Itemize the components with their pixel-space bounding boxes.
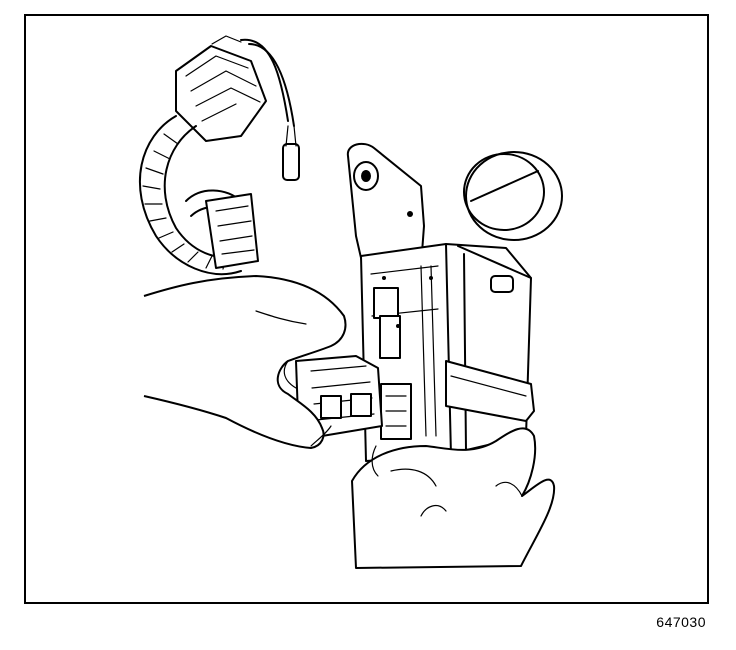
harness-connector-lower [205, 193, 259, 269]
left-hand [143, 275, 347, 449]
figure-frame [24, 14, 709, 604]
right-hand [351, 427, 556, 569]
mounting-bracket [346, 142, 425, 272]
retaining-strap [380, 360, 535, 440]
switch-cover-cap [463, 151, 563, 241]
pigtail-lead [240, 38, 300, 181]
figure-id-label: 647030 [656, 614, 706, 630]
harness-connector-upper [175, 35, 267, 142]
ignition-switch-illustration [138, 35, 563, 569]
